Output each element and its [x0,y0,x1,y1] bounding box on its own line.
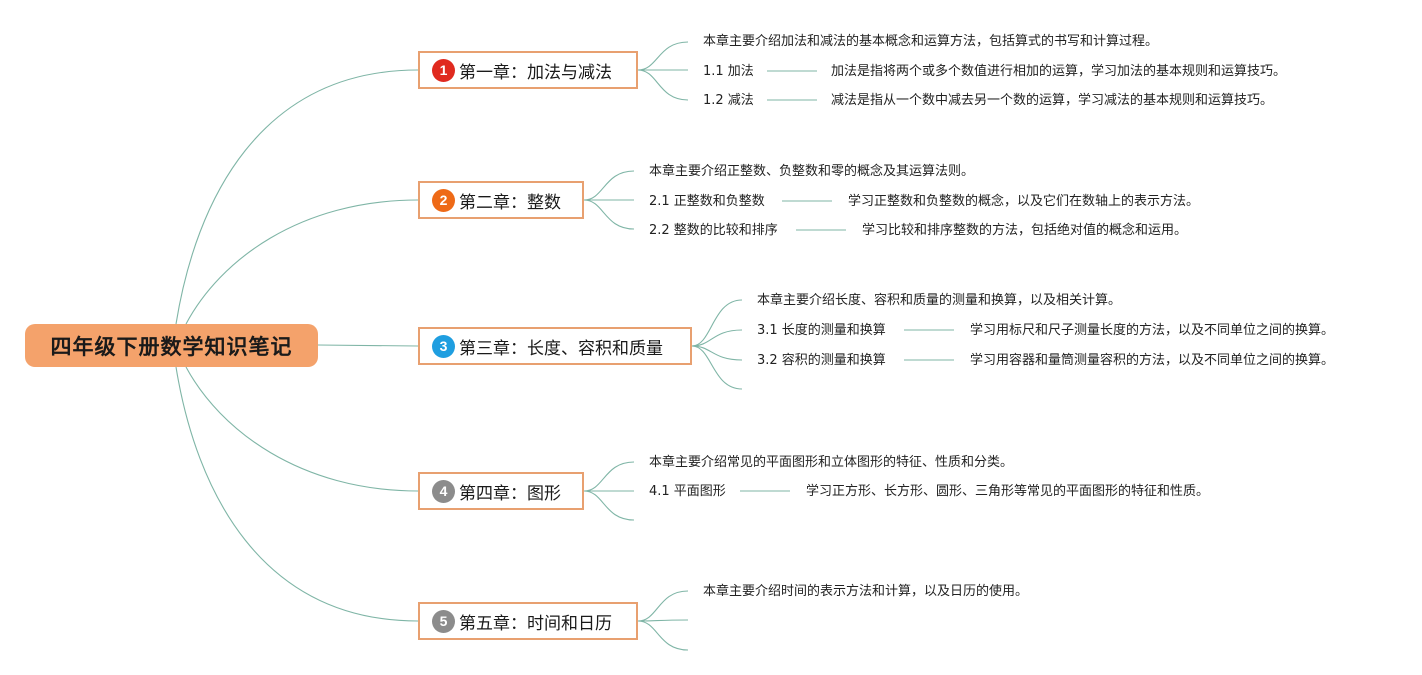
section-4-1-detail[interactable]: 学习正方形、长方形、圆形、三角形等常见的平面图形的特征和性质。 [806,484,1210,499]
chapter-5-topic[interactable]: 5 第五章：时间和日历 [418,602,638,640]
chapter-4-branch-1-line [583,461,635,492]
chapter-4-summary[interactable]: 本章主要介绍常见的平面图形和立体图形的特征、性质和分类。 [649,455,1014,470]
root-to-chapter-1-line [175,69,419,325]
section-1-2-detail[interactable]: 减法是指从一个数中减去另一个数的运算，学习减法的基本规则和运算技巧。 [831,93,1274,108]
chapter-3-branch-1-line [691,299,743,347]
chapter-title: 第二章：整数 [459,192,561,213]
section-3-2-detail[interactable]: 学习用容器和量筒测量容积的方法，以及不同单位之间的换算。 [970,353,1335,368]
chapter-3-topic[interactable]: 3 第三章：长度、容积和质量 [418,327,692,365]
root-topic[interactable]: 四年级下册数学知识笔记 [25,324,318,367]
section-3-1-label[interactable]: 3.1 长度的测量和换算 [757,323,886,338]
chapter-1-branch-1-line [637,41,689,71]
root-to-chapter-2-line [185,199,419,325]
section-4-1-label[interactable]: 4.1 平面图形 [649,484,726,499]
chapter-4-topic[interactable]: 4 第四章：图形 [418,472,584,510]
chapter-2-topic[interactable]: 2 第二章：整数 [418,181,584,219]
section-2-2-detail[interactable]: 学习比较和排序整数的方法，包括绝对值的概念和运用。 [862,223,1188,238]
chapter-2-summary[interactable]: 本章主要介绍正整数、负整数和零的概念及其运算法则。 [649,164,975,179]
section-2-1-label[interactable]: 2.1 正整数和负整数 [649,194,765,209]
section-2-2-label[interactable]: 2.2 整数的比较和排序 [649,223,778,238]
section-3-2-label[interactable]: 3.2 容积的测量和换算 [757,353,886,368]
chapter-number-badge: 3 [432,334,455,358]
root-to-chapter-5-line [175,366,419,622]
chapter-number-badge: 5 [432,609,455,633]
chapter-4-branch-3-line [583,490,635,521]
section-2-1-detail[interactable]: 学习正整数和负整数的概念，以及它们在数轴上的表示方法。 [848,194,1200,209]
chapter-5-branch-2-line [637,619,689,622]
root-to-chapter-4-line [185,366,419,492]
chapter-1-branch-3-line [637,69,689,101]
chapter-title: 第一章：加法与减法 [459,62,612,83]
chapter-1-topic[interactable]: 1 第一章：加法与减法 [418,51,638,89]
section-1-1-label[interactable]: 1.1 加法 [703,64,754,79]
chapter-1-summary[interactable]: 本章主要介绍加法和减法的基本概念和运算方法，包括算式的书写和计算过程。 [703,34,1159,49]
chapter-number-badge: 2 [432,188,455,212]
chapter-3-branch-2-line [691,329,743,347]
chapter-3-branch-4-line [691,345,743,390]
chapter-title: 第四章：图形 [459,483,561,504]
section-3-1-detail[interactable]: 学习用标尺和尺子测量长度的方法，以及不同单位之间的换算。 [970,323,1335,338]
chapter-2-branch-3-line [583,199,635,230]
section-1-2-label[interactable]: 1.2 减法 [703,93,754,108]
chapter-number-badge: 1 [432,58,455,82]
root-to-chapter-3-line [317,344,419,347]
chapter-3-summary[interactable]: 本章主要介绍长度、容积和质量的测量和换算，以及相关计算。 [757,293,1122,308]
chapter-5-summary[interactable]: 本章主要介绍时间的表示方法和计算，以及日历的使用。 [703,584,1029,599]
chapter-5-branch-1-line [637,590,689,622]
chapter-number-badge: 4 [432,479,455,503]
chapter-title: 第五章：时间和日历 [459,613,612,634]
chapter-2-branch-1-line [583,170,635,201]
chapter-title: 第三章：长度、容积和质量 [459,338,663,359]
section-1-1-detail[interactable]: 加法是指将两个或多个数值进行相加的运算，学习加法的基本规则和运算技巧。 [831,64,1287,79]
chapter-5-branch-3-line [637,620,689,651]
chapter-3-branch-3-line [691,345,743,361]
